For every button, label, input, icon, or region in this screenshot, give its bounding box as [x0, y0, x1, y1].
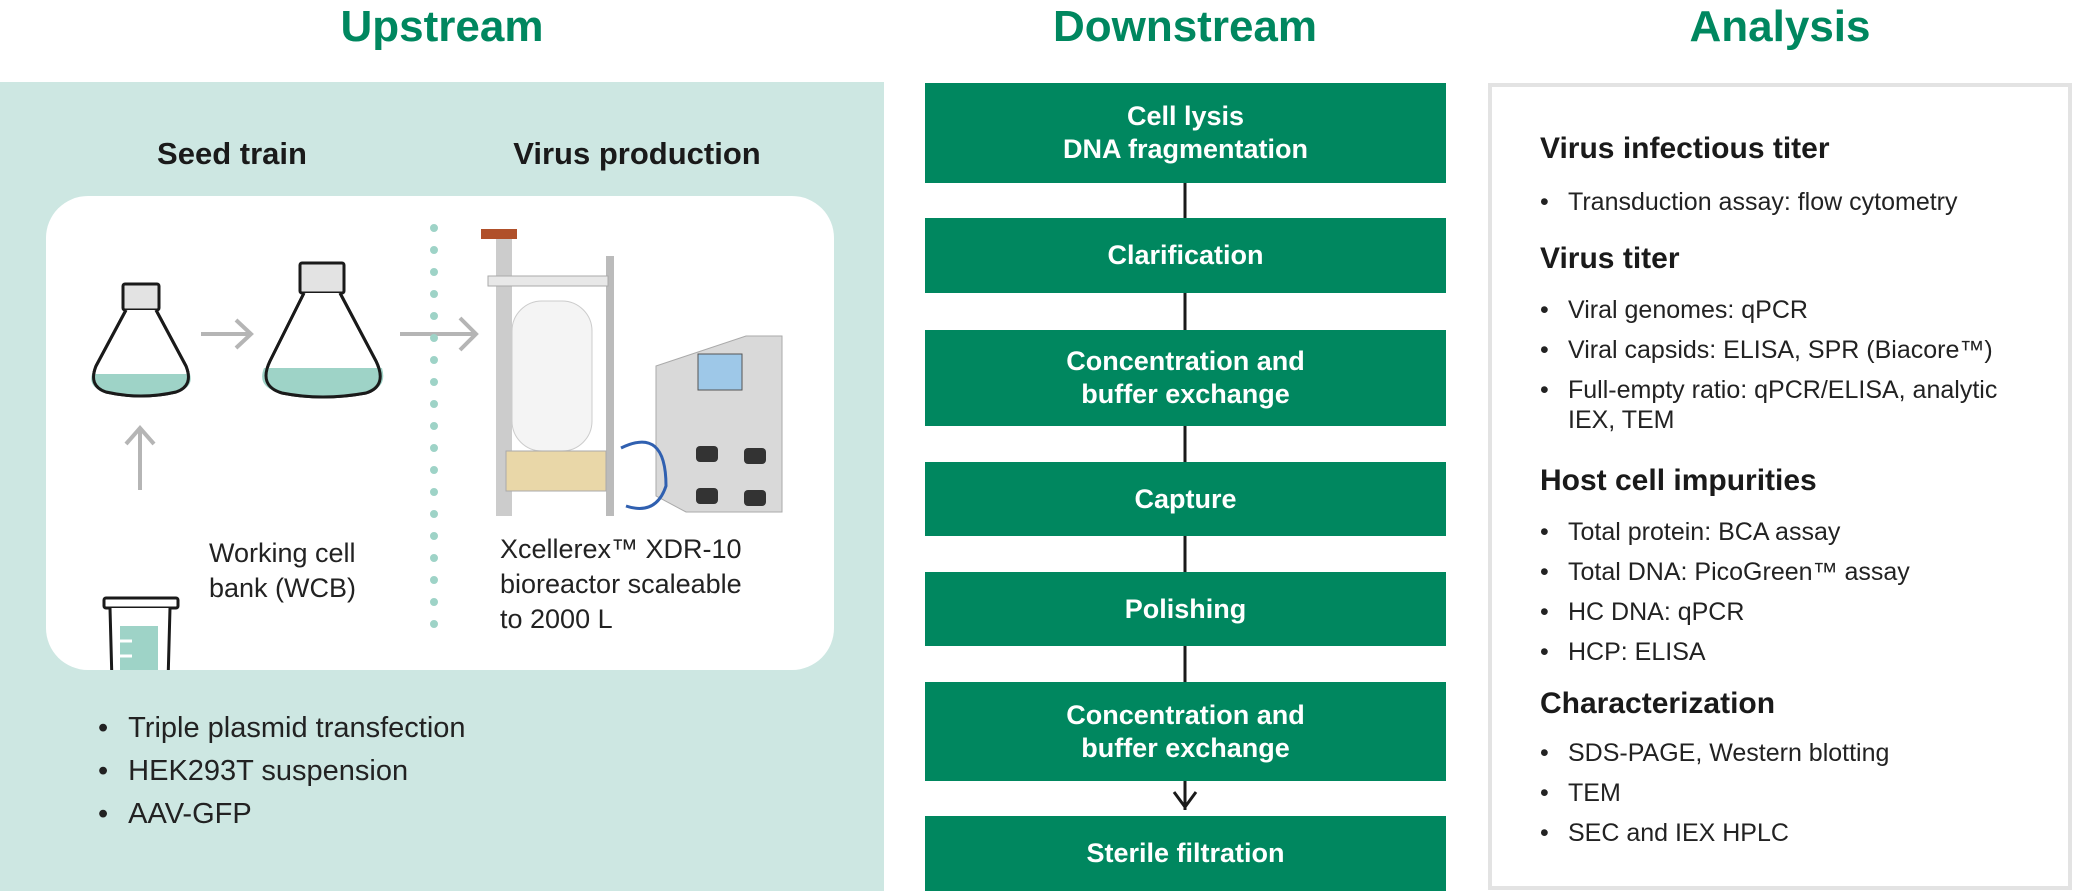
arrow-right-icon: [201, 318, 254, 350]
step-label: Sterile filtration: [1086, 838, 1285, 868]
arrow-right-icon: [400, 316, 479, 352]
analysis-item: Total DNA: PicoGreen™ assay: [1540, 557, 1910, 587]
analysis-section-title: Characterization: [1540, 687, 1776, 720]
small-flask-icon: [91, 282, 191, 398]
upstream-title: Upstream: [340, 2, 544, 51]
analysis-item: TEM: [1540, 778, 1621, 808]
large-flask-icon: [262, 261, 384, 399]
analysis-item: Viral genomes: qPCR: [1540, 295, 1808, 325]
process-card: Working cell bank (WCB) Xcellerex™ XDR-1…: [46, 196, 834, 670]
seed-train-diagram: [91, 224, 783, 670]
wcb-line: bank (WCB): [209, 573, 357, 603]
caption-line: Xcellerex™ XDR-10: [500, 534, 742, 564]
analysis-item: Viral capsids: ELISA, SPR (Biacore™): [1540, 335, 1993, 365]
step-label: Concentration and: [1066, 346, 1305, 376]
step-label: Clarification: [1107, 240, 1264, 270]
downstream-step: Polishing: [925, 572, 1446, 646]
upstream-bullet: HEK293T suspension: [98, 755, 408, 788]
seed-train-label: Seed train: [157, 136, 307, 171]
upstream-bullet: Triple plasmid transfection: [98, 712, 465, 745]
step-label: Cell lysis: [1126, 101, 1245, 131]
downstream-step: Clarification: [925, 218, 1446, 293]
upstream-bullet: AAV-GFP: [98, 798, 252, 831]
upstream-panel: Seed train Virus production: [0, 82, 884, 891]
cell-bank-beaker-icon: [102, 596, 180, 670]
analysis-panel: Virus infectious titerTransduction assay…: [1488, 83, 2072, 890]
analysis-item: SEC and IEX HPLC: [1540, 818, 1789, 848]
step-label: DNA fragmentation: [1062, 134, 1308, 164]
step-label: Concentration and: [1066, 699, 1305, 730]
caption-line: bioreactor scaleable: [500, 569, 742, 599]
downstream-step: Sterile filtration: [925, 816, 1446, 891]
analysis-section-title: Virus infectious titer: [1540, 132, 1830, 165]
step-label: buffer exchange: [1081, 732, 1290, 763]
downstream-title: Downstream: [1052, 2, 1318, 51]
analysis-section-title: Host cell impurities: [1540, 464, 1817, 497]
step-label: Capture: [1134, 483, 1237, 514]
analysis-item: SDS-PAGE, Western blotting: [1540, 738, 1889, 768]
arrow-down-icon: [1172, 791, 1198, 810]
working-cell-bank-label: Working cell bank (WCB): [209, 536, 356, 606]
analysis-section-title: Virus titer: [1540, 242, 1680, 275]
analysis-title: Analysis: [1689, 2, 1871, 51]
wcb-line: Working cell: [209, 538, 356, 568]
downstream-step: Capture: [925, 462, 1446, 536]
step-label: buffer exchange: [1081, 379, 1290, 409]
step-label: Polishing: [1124, 593, 1247, 624]
analysis-item: Full-empty ratio: qPCR/ELISA, analytic I…: [1540, 375, 2000, 435]
caption-line: to 2000 L: [500, 604, 613, 634]
bioreactor-caption: Xcellerex™ XDR-10 bioreactor scaleable t…: [500, 532, 742, 637]
arrow-up-icon: [124, 424, 156, 490]
analysis-item: Transduction assay: flow cytometry: [1540, 187, 1958, 217]
analysis-item: Total protein: BCA assay: [1540, 517, 1840, 547]
analysis-item: HC DNA: qPCR: [1540, 597, 1744, 627]
bioreactor-image: [481, 229, 783, 516]
virus-production-label: Virus production: [513, 136, 761, 171]
analysis-item: HCP: ELISA: [1540, 637, 1706, 667]
